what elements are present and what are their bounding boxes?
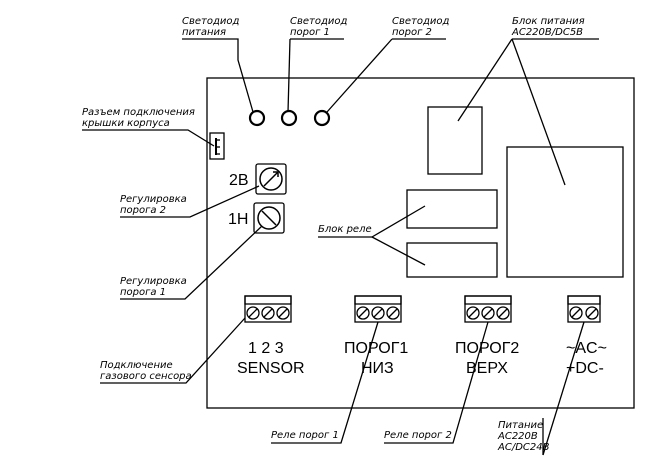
relay-leader-2 [371, 236, 426, 266]
sensor-pins-label: 1 2 3 [248, 340, 284, 357]
power-block-leader-1 [457, 38, 513, 122]
porog2-sub-label: ВЕРХ [466, 360, 508, 377]
power-dc-label: +DC- [566, 360, 604, 377]
relay-threshold2-leader [384, 321, 489, 444]
led-threshold1-icon [280, 109, 298, 127]
power-ac-label: ~AC~ [566, 340, 607, 357]
callout-gas-sensor: Подключение газового сенсора [100, 360, 192, 382]
sensor-label: SENSOR [237, 360, 305, 377]
callout-adjust-threshold1: Регулировка порога 1 [120, 276, 187, 298]
pot-2b-label: 2В [229, 172, 249, 189]
porog1-label: ПОРОГ1 [344, 340, 409, 357]
porog1-sub-label: НИЗ [361, 360, 394, 377]
terminal-power-icon [567, 295, 601, 323]
led-threshold1-leader [287, 38, 291, 113]
power-block-leader-2 [511, 38, 566, 186]
led-threshold2-leader [326, 38, 393, 113]
power-block-large [506, 146, 624, 278]
pot-2b-icon [255, 163, 287, 195]
callout-led-threshold1: Светодиод порог 1 [290, 16, 348, 38]
relay-2 [406, 242, 498, 278]
relay-1 [406, 189, 498, 229]
board-outline [206, 77, 635, 409]
led-threshold2-icon [313, 109, 331, 127]
pot-1h-icon [253, 202, 285, 234]
gas-sensor-leader [100, 317, 246, 384]
led-power-leader [182, 38, 254, 113]
callout-led-threshold2: Светодиод порог 2 [392, 16, 450, 38]
adjust-threshold1-leader [120, 225, 263, 300]
callout-led-power: Светодиод питания [182, 16, 240, 38]
callout-power-block: Блок питания AC220B/DC5B [512, 16, 585, 38]
pot-1h-label: 1Н [228, 211, 249, 228]
terminal-sensor-icon [244, 295, 292, 323]
power-supply-leader [542, 321, 585, 456]
relay-leader-1 [371, 205, 426, 238]
callout-power-supply: Питание AC220B AC/DC24B [498, 420, 550, 453]
porog2-label: ПОРОГ2 [455, 340, 520, 357]
callout-relay-block: Блок реле [318, 224, 372, 235]
callout-cover-connector: Разъем подключения крышки корпуса [82, 107, 195, 129]
cover-connector-leader [82, 129, 215, 147]
relay-threshold1-leader [271, 321, 379, 444]
callout-relay-threshold1: Реле порог 1 [271, 430, 339, 441]
cover-connector-icon [209, 132, 225, 160]
callout-relay-threshold2: Реле порог 2 [384, 430, 452, 441]
adjust-threshold2-leader [120, 185, 260, 218]
terminal-porog2-icon [464, 295, 512, 323]
callout-adjust-threshold2: Регулировка порога 2 [120, 194, 187, 216]
led-power-icon [248, 109, 266, 127]
terminal-porog1-icon [354, 295, 402, 323]
power-block-small [427, 106, 483, 175]
